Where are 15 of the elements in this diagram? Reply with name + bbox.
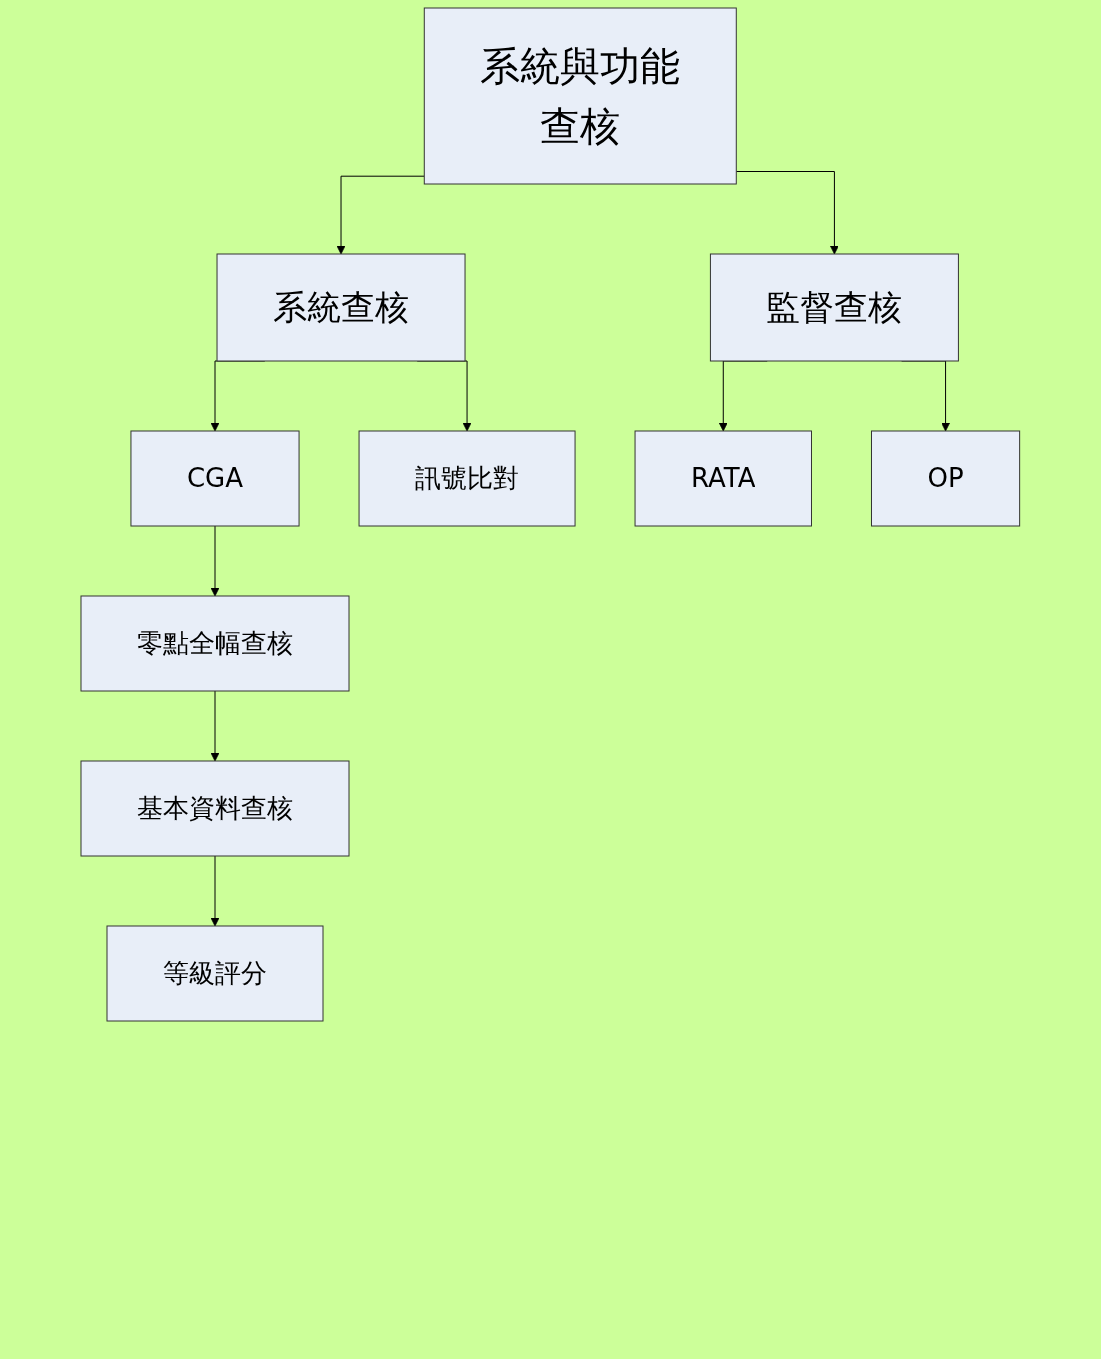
node-box: 等級評分 <box>106 925 324 1022</box>
arrow <box>210 690 220 762</box>
arrow <box>735 171 839 255</box>
node-box: 訊號比對 <box>358 430 576 527</box>
arrow <box>336 175 425 255</box>
node-box: 系統查核 <box>216 253 466 362</box>
node-box: 監督查核 <box>710 253 960 362</box>
node-box: 零點全幅查核 <box>80 595 350 692</box>
node-box: CGA <box>130 430 300 527</box>
node-box: 系統與功能查核 <box>423 7 737 185</box>
arrow <box>210 525 220 597</box>
node-box: 基本資料查核 <box>80 760 350 857</box>
arrow <box>210 855 220 927</box>
node-box: RATA <box>634 430 813 527</box>
node-box: OP <box>871 430 1021 527</box>
